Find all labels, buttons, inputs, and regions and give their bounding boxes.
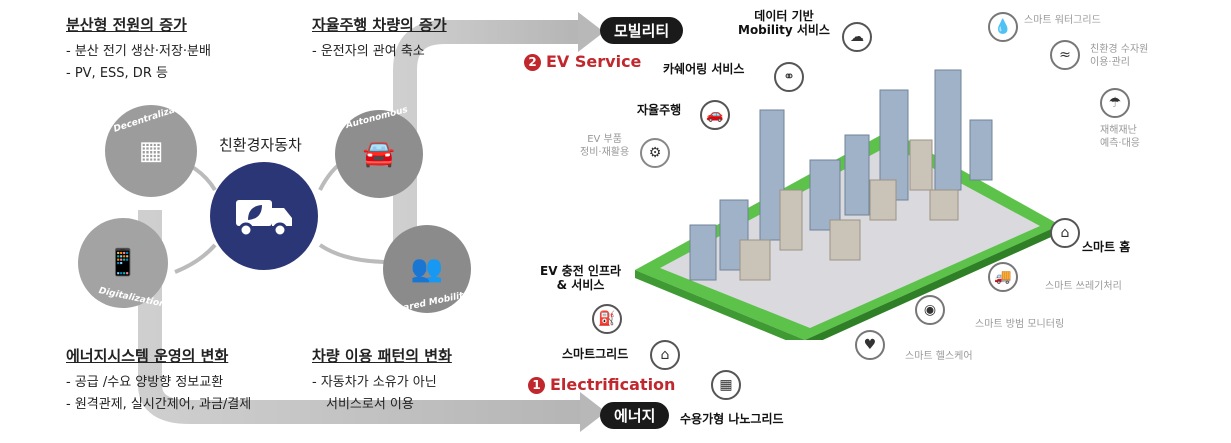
healthcare-label: 스마트 헬스케어 [905,351,973,362]
ev-charging-label: EV 충전 인프라 & 서비스 [540,264,622,292]
autonomous-car-small-icon: 🚗 [700,100,730,130]
usage-change-title: 차량 이용 패턴의 변화 [312,347,452,365]
ev-parts-label: EV 부품 정비·재활용 [580,134,630,158]
autonomous-title: 자율주행 차량의 증가 [312,16,447,34]
charging-icon: ⛽ [592,304,622,334]
decentral-bullet-1: - 분산 전기 생산·저장·분배 [66,44,211,59]
water-drop-icon: 💧 [988,12,1018,42]
electrification-text: Electrification [550,375,676,394]
solar-panel-icon: ▦ [138,136,164,166]
energy-change-title: 에너지시스템 운영의 변화 [66,347,229,365]
data-mobility-label: 데이터 기반 Mobility 서비스 [738,9,830,37]
smart-city-illustration [635,69,1060,340]
disaster-label: 재해재난 예측·대응 [1100,125,1140,149]
eco-car-label: 친환경자동차 [219,136,302,154]
autonomous-node: 🚘 [335,110,423,198]
water-resources-label: 친환경 수자원 이용·관리 [1090,44,1149,68]
people-icon: 👥 [410,254,444,284]
smart-home-icon: ⌂ [1050,218,1080,248]
digitalization-node: 📱 [78,218,168,308]
electrification-label: 1 Electrification [528,375,675,394]
smart-home-label: 스마트 홈 [1082,240,1131,254]
cloud-icon: ☁ [842,22,872,52]
security-label: 스마트 방범 모니터링 [975,319,1065,330]
carsharing-label: 카쉐어링 서비스 [663,62,745,76]
autonomous-car-icon: 🚘 [362,139,396,169]
eco-car-node [210,162,318,270]
decentralization-node: ▦ [105,105,197,197]
ev-service-label: 2 EV Service [524,52,641,71]
energy-pill: 에너지 [600,402,670,429]
energy-bullet-1: - 공급 /수요 양방향 정보교환 [66,375,224,390]
smart-grid-icon: ⌂ [650,340,680,370]
decentral-title: 분산형 전원의 증가 [66,16,187,34]
waste-label: 스마트 쓰레기처리 [1045,281,1122,292]
truck-leaf-icon [236,200,292,238]
solar-icon: ▦ [711,370,741,400]
mobility-pill: 모빌리티 [600,17,684,44]
disaster-icon: ☂ [1100,88,1130,118]
cctv-icon: ◉ [915,295,945,325]
shared-mobility-node: 👥 [383,225,471,313]
garbage-truck-icon: 🚚 [988,262,1018,292]
autonomous-drive-label: 자율주행 [637,103,682,117]
nanogrid-label: 수용가형 나노그리드 [680,412,784,426]
smart-grid-label: 스마트그리드 [562,347,629,361]
share-icon: ⚭ [774,62,804,92]
ev-service-text: EV Service [546,52,642,71]
healthcare-icon: ♥ [855,330,885,360]
usage-bullet-1: - 자동차가 소유가 아닌 [312,375,437,390]
number-1-badge: 1 [528,377,545,394]
decentral-bullet-2: - PV, ESS, DR 등 [66,66,168,81]
engine-icon: ⚙ [640,138,670,168]
number-2-badge: 2 [524,54,541,71]
water-grid-label: 스마트 워터그리드 [1024,15,1101,26]
dam-icon: ≈ [1050,40,1080,70]
energy-bullet-2: - 원격관제, 실시간제어, 과금/결제 [66,397,252,412]
autonomous-bullet-1: - 운전자의 관여 축소 [312,44,425,59]
usage-bullet-2: 서비스로서 이용 [326,397,414,412]
devices-icon: 📱 [106,248,140,278]
